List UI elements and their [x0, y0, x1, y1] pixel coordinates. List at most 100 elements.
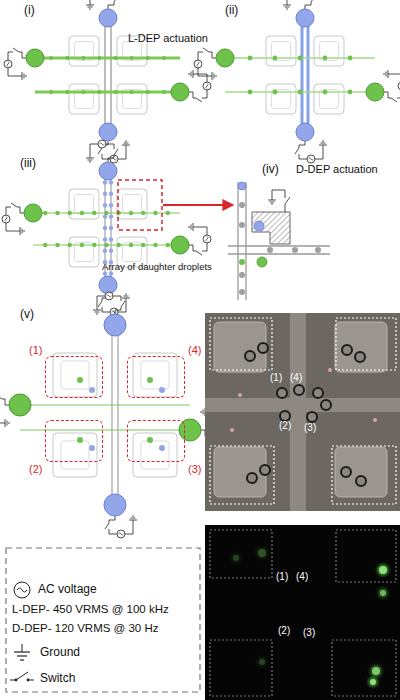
switch-blade	[98, 148, 102, 154]
daughter-droplet	[267, 247, 273, 253]
daughter-droplet	[153, 211, 157, 215]
electrode-pad	[335, 322, 387, 372]
daughter-droplet	[68, 211, 72, 215]
callout-number: (2)	[278, 625, 290, 636]
switch-blade	[121, 301, 125, 307]
blue-droplet	[104, 314, 126, 336]
ac-circuit	[194, 48, 216, 80]
ac-tilde	[206, 84, 208, 89]
daughter-droplet	[248, 56, 253, 61]
panel-label: (v)	[20, 308, 34, 321]
switch-blade	[105, 523, 109, 529]
daughter-droplet	[109, 192, 113, 196]
ac-source-symbol	[203, 235, 211, 243]
ground-symbol	[268, 200, 276, 201]
ac-source-symbol	[117, 530, 125, 538]
switch-blade	[13, 48, 19, 52]
ground-symbol	[203, 410, 204, 415]
droplet-speck	[373, 418, 377, 422]
ground-symbol	[89, 162, 91, 163]
callout-number: (3)	[188, 463, 201, 475]
daughter-droplet	[109, 203, 113, 207]
ac-circuit	[189, 223, 211, 255]
daughter-droplet	[109, 237, 113, 241]
daughter-droplet	[129, 243, 133, 247]
legend-text: Switch	[40, 672, 75, 685]
daughter-droplet	[114, 56, 118, 60]
daughter-droplet	[77, 377, 83, 383]
blue-droplet	[254, 221, 264, 231]
electrode-pad	[314, 84, 344, 114]
dotted-box	[210, 446, 274, 504]
fluorescent-spot	[258, 549, 266, 557]
daughter-droplet	[166, 243, 170, 247]
ac-circuit	[4, 48, 26, 80]
ac-tilde	[197, 62, 199, 67]
daughter-droplet	[55, 211, 59, 215]
ac-source-symbol	[307, 155, 315, 163]
dotted-box	[336, 530, 396, 582]
droplet-ring	[294, 385, 304, 395]
ac-circuit	[0, 395, 9, 427]
ground-symbol	[193, 223, 194, 231]
daughter-droplet	[147, 437, 153, 443]
daughter-droplet	[80, 243, 84, 247]
dotted-box	[332, 446, 396, 504]
ac-tilde	[17, 588, 27, 592]
ground-symbol	[212, 72, 213, 80]
daughter-droplet	[89, 445, 95, 451]
daughter-droplet	[97, 56, 101, 60]
ground-symbol	[14, 651, 30, 652]
ac-circuit	[384, 70, 400, 102]
green-droplet	[26, 49, 44, 67]
droplet-ring	[356, 476, 366, 486]
droplet-ring	[277, 388, 287, 398]
blue-droplet	[99, 276, 117, 294]
daughter-droplet	[65, 90, 69, 94]
fluorescent-spot	[379, 566, 387, 574]
dotted-box	[210, 530, 272, 578]
zoom-box	[118, 180, 162, 230]
blue-droplet	[296, 9, 314, 27]
ac-tilde	[112, 311, 117, 313]
ground-symbol	[286, 9, 288, 10]
switch-blade	[391, 98, 397, 102]
ac-circuit	[98, 294, 130, 316]
ground-symbol	[122, 298, 130, 299]
annotation: Array of daughter droplets	[102, 262, 212, 272]
ground-symbol	[270, 202, 275, 203]
green-droplet	[257, 257, 267, 267]
ground-symbol	[191, 225, 192, 230]
droplet-ring	[258, 343, 268, 353]
ground-symbol	[124, 143, 129, 144]
daughter-droplet	[273, 56, 278, 61]
ac-source-symbol	[2, 215, 10, 223]
legend-text: AC voltage	[38, 583, 97, 596]
daughter-droplet	[146, 90, 150, 94]
daughter-droplet	[43, 211, 47, 215]
ac-tilde	[206, 237, 208, 242]
switch-blade	[203, 48, 209, 52]
ground-symbol	[125, 141, 127, 142]
daughter-droplet	[43, 243, 47, 247]
ac-source-symbol	[98, 140, 106, 148]
blue-droplet	[99, 162, 117, 180]
electrode-pad	[61, 361, 89, 389]
daughter-droplet	[162, 90, 166, 94]
green-droplet	[171, 83, 189, 101]
droplet-ring	[280, 411, 290, 421]
daughter-droplet	[348, 90, 353, 95]
ground-symbol	[20, 659, 24, 660]
electrode-pad	[335, 447, 387, 497]
daughter-droplet	[81, 56, 85, 60]
green-droplet	[239, 259, 245, 265]
panel-label: (i)	[24, 4, 35, 17]
daughter-droplet	[239, 272, 245, 278]
ground-symbol	[384, 73, 385, 75]
daughter-droplet	[298, 90, 303, 95]
daughter-droplet	[55, 243, 59, 247]
electrode-pad	[117, 189, 147, 219]
fluorescent-spot	[370, 679, 376, 685]
wire	[0, 399, 9, 423]
ground-symbol	[193, 70, 194, 78]
